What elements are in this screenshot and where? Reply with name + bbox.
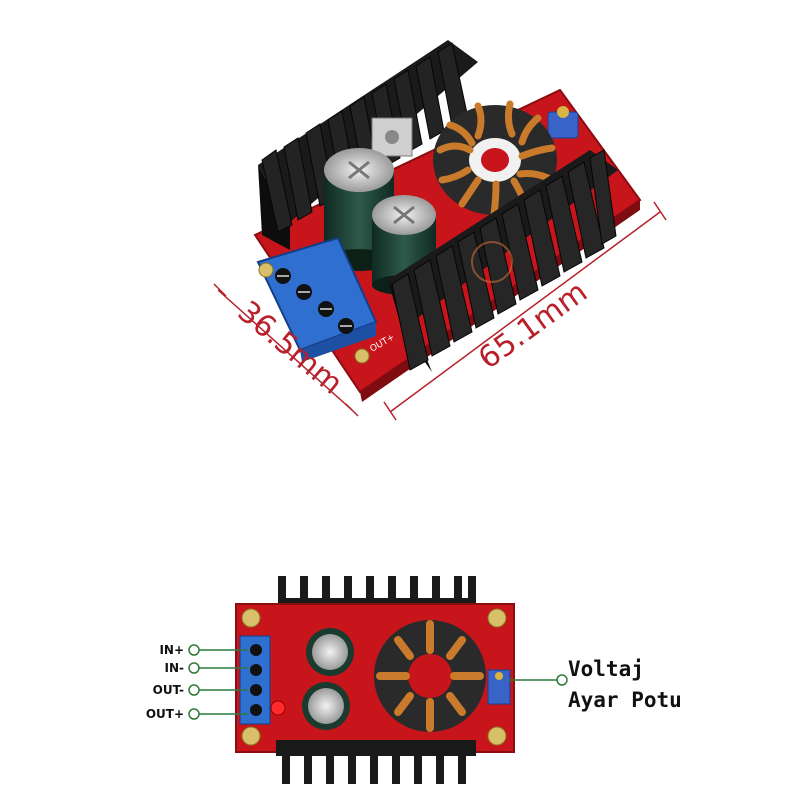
pin-marker-in-minus [188, 662, 200, 674]
pin-label-in-minus: IN- [165, 661, 185, 675]
terminal-block-flat [239, 635, 271, 725]
pot-label-line2: Ayar Potu [568, 688, 682, 712]
heatsink-front [388, 149, 618, 372]
pin-label-out-minus: OUT- [153, 683, 184, 697]
led [270, 700, 286, 716]
dimension-annotations [213, 201, 667, 421]
pin-marker-out-minus [188, 684, 200, 696]
pot-callout: Voltaj Ayar Potu [508, 657, 682, 712]
potentiometer-flat[interactable] [487, 669, 511, 705]
bottom-module-view [235, 576, 515, 784]
pot-label-line1: Voltaj [568, 657, 644, 681]
heatsink-bottom-flat [276, 740, 476, 784]
pin-label-in-plus: IN+ [159, 643, 184, 657]
capacitor-flat-2 [302, 682, 350, 730]
capacitor-flat-1 [306, 628, 354, 676]
pin-marker-out-plus [188, 708, 200, 720]
pin-callouts: IN+ IN- OUT- OUT+ [146, 643, 248, 721]
pin-label-out-plus: OUT+ [146, 707, 184, 721]
toroid-inductor-flat [374, 620, 486, 732]
terminal-block [256, 236, 378, 362]
pin-marker-in-plus [188, 644, 200, 656]
watermark-logo [471, 241, 513, 283]
toroid-inductor [433, 100, 557, 218]
top-module-view: OUT+ [253, 40, 642, 402]
